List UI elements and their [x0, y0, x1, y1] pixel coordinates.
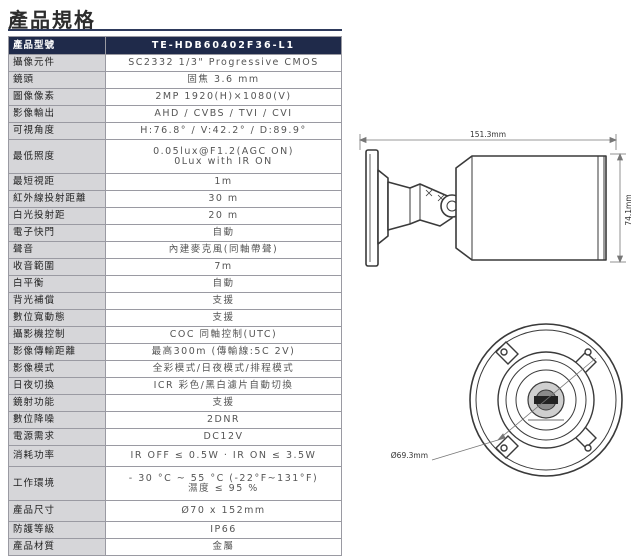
spec-row: 電子快門自動	[8, 224, 342, 242]
camera-dimension-drawing: 151.3mm 74.1mm	[358, 130, 633, 477]
spec-value: 固焦 3.6 mm	[105, 71, 342, 89]
spec-value: 支援	[105, 309, 342, 327]
spec-label: 聲音	[8, 241, 106, 259]
spec-label: 數位寬動態	[8, 309, 106, 327]
height-dimension-label: 74.1mm	[624, 194, 633, 225]
spec-label: 工作環境	[8, 466, 106, 501]
spec-label: 紅外線投射距離	[8, 190, 106, 208]
spec-label: 影像輸出	[8, 105, 106, 123]
spec-label: 產品尺寸	[8, 500, 106, 522]
spec-value: Ø70 x 152mm	[105, 500, 342, 522]
spec-value: 金屬	[105, 538, 342, 556]
spec-row: 工作環境- 30 °C ~ 55 °C (-22°F~131°F)濕度 ≤ 95…	[8, 466, 342, 501]
spec-row: 影像模式全彩模式/日夜模式/排程模式	[8, 360, 342, 378]
spec-label: 產品材質	[8, 538, 106, 556]
spec-header-row: 產品型號 TE-HDB60402F36-L1	[8, 36, 342, 55]
spec-label: 消耗功率	[8, 445, 106, 467]
spec-label: 白光投射距	[8, 207, 106, 225]
spec-label: 最短視距	[8, 173, 106, 191]
spec-value: 全彩模式/日夜模式/排程模式	[105, 360, 342, 378]
spec-label: 電子快門	[8, 224, 106, 242]
length-dimension	[358, 134, 618, 150]
spec-label: 數位降噪	[8, 411, 106, 429]
spec-label: 日夜切換	[8, 377, 106, 395]
spec-value: COC 同軸控制(UTC)	[105, 326, 342, 344]
spec-label: 可視角度	[8, 122, 106, 140]
spec-value: DC12V	[105, 428, 342, 446]
spec-row: 數位寬動態支援	[8, 309, 342, 327]
spec-label: 鏡頭	[8, 71, 106, 89]
spec-label: 影像模式	[8, 360, 106, 378]
diameter-dimension-label: Ø69.3mm	[391, 451, 428, 460]
spec-value: 自動	[105, 275, 342, 293]
spec-label: 攝像元件	[8, 54, 106, 72]
spec-label: 鏡射功能	[8, 394, 106, 412]
spec-value: SC2332 1/3" Progressive CMOS	[105, 54, 342, 72]
spec-value: 2MP 1920(H)×1080(V)	[105, 88, 342, 106]
spec-value-line: 0.05lux@F1.2(AGC ON)	[153, 145, 294, 157]
spec-value: H:76.8° / V:42.2° / D:89.9°	[105, 122, 342, 140]
spec-value: 7m	[105, 258, 342, 276]
spec-value: 最高300m (傳輸線:5C 2V)	[105, 343, 342, 361]
spec-row: 鏡射功能支援	[8, 394, 342, 412]
spec-label: 圖像像素	[8, 88, 106, 106]
page-title: 產品規格	[8, 8, 96, 32]
spec-label: 白平衡	[8, 275, 106, 293]
camera-side-view	[365, 149, 607, 267]
spec-value: IR OFF ≤ 0.5W · IR ON ≤ 3.5W	[105, 445, 342, 467]
spec-value: 支援	[105, 394, 342, 412]
spec-header-label: 產品型號	[8, 36, 106, 55]
spec-value: 20 m	[105, 207, 342, 225]
spec-value-line: 0Lux with IR ON	[174, 155, 273, 167]
spec-row: 產品材質金屬	[8, 538, 342, 556]
spec-value: 自動	[105, 224, 342, 242]
spec-value: 1m	[105, 173, 342, 191]
height-dimension	[610, 152, 626, 264]
spec-value-line: - 30 °C ~ 55 °C (-22°F~131°F)	[128, 472, 319, 484]
spec-row: 白平衡自動	[8, 275, 342, 293]
spec-value: 支援	[105, 292, 342, 310]
spec-label: 最低照度	[8, 139, 106, 174]
spec-header-value: TE-HDB60402F36-L1	[105, 36, 342, 55]
spec-label: 影像傳輸距離	[8, 343, 106, 361]
spec-value-line: 濕度 ≤ 95 %	[188, 482, 259, 494]
spec-label: 背光補償	[8, 292, 106, 310]
spec-label: 收音範圍	[8, 258, 106, 276]
spec-value: - 30 °C ~ 55 °C (-22°F~131°F)濕度 ≤ 95 %	[105, 466, 342, 501]
spec-row: 影像傳輸距離最高300m (傳輸線:5C 2V)	[8, 343, 342, 361]
spec-row: 聲音內建麥克風(同軸帶聲)	[8, 241, 342, 259]
spec-value: 內建麥克風(同軸帶聲)	[105, 241, 342, 259]
spec-row: 鏡頭固焦 3.6 mm	[8, 71, 342, 89]
spec-row: 背光補償支援	[8, 292, 342, 310]
spec-value: 2DNR	[105, 411, 342, 429]
spec-label: 電源需求	[8, 428, 106, 446]
title-underline	[8, 29, 342, 31]
spec-value: ICR 彩色/黑白濾片自動切換	[105, 377, 342, 395]
diameter-dimension	[431, 357, 597, 461]
spec-value: AHD / CVBS / TVI / CVI	[105, 105, 342, 123]
spec-value: 30 m	[105, 190, 342, 208]
spec-value: 0.05lux@F1.2(AGC ON)0Lux with IR ON	[105, 139, 342, 174]
length-dimension-label: 151.3mm	[470, 130, 506, 139]
spec-label: 攝影機控制	[8, 326, 106, 344]
